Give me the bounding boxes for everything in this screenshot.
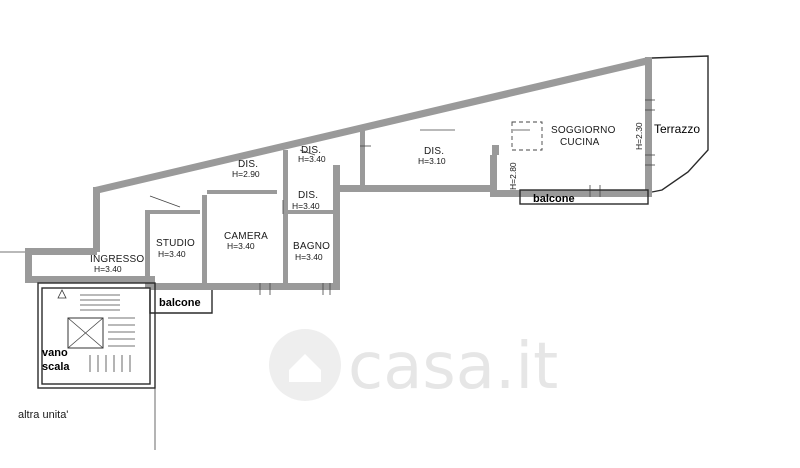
height-bagno: H=3.40 (295, 252, 323, 262)
watermark: casa.it (269, 329, 558, 404)
kitchen-island (511, 121, 543, 151)
room-soggiorno: SOGGIORNO (551, 125, 616, 136)
interior-walls (145, 129, 530, 288)
room-labels: INGRESSO H=3.40 STUDIO H=3.40 CAMERA H=3… (90, 122, 644, 274)
label-terrazzo: Terrazzo (654, 122, 700, 136)
height-dis-2: H=3.40 (298, 154, 326, 164)
label-balcone-right: balcone (533, 193, 575, 205)
height-ingresso: H=3.40 (94, 264, 122, 274)
height-vertical-2: H=2.30 (634, 122, 644, 150)
label-balcone-left: balcone (159, 297, 201, 309)
overlay-labels: balcone balcone Terrazzo vano scala altr… (18, 122, 700, 421)
room-ingresso: INGRESSO (90, 254, 144, 265)
room-dis-1: DIS. (238, 159, 258, 170)
label-scala: scala (42, 361, 70, 373)
windows (259, 99, 655, 295)
room-camera: CAMERA (224, 231, 268, 242)
stairwell (37, 282, 156, 389)
outer-walls (25, 55, 709, 290)
room-dis-3: DIS. (298, 190, 318, 201)
room-cucina: CUCINA (560, 137, 600, 148)
height-vertical-1: H=2.80 (508, 162, 518, 190)
label-altra-unita: altra unita' (18, 409, 68, 421)
room-dis-2: DIS. (301, 145, 321, 156)
room-studio: STUDIO (156, 238, 195, 249)
label-vano: vano (42, 347, 68, 359)
height-dis-1: H=2.90 (232, 169, 260, 179)
room-bagno: BAGNO (293, 241, 330, 252)
height-camera: H=3.40 (227, 241, 255, 251)
room-dis-4: DIS. (424, 146, 444, 157)
height-dis-4: H=3.10 (418, 156, 446, 166)
height-studio: H=3.40 (158, 249, 186, 259)
watermark-text: casa.it (348, 330, 558, 404)
balcony-right (519, 189, 649, 205)
height-dis-3: H=3.40 (292, 201, 320, 211)
